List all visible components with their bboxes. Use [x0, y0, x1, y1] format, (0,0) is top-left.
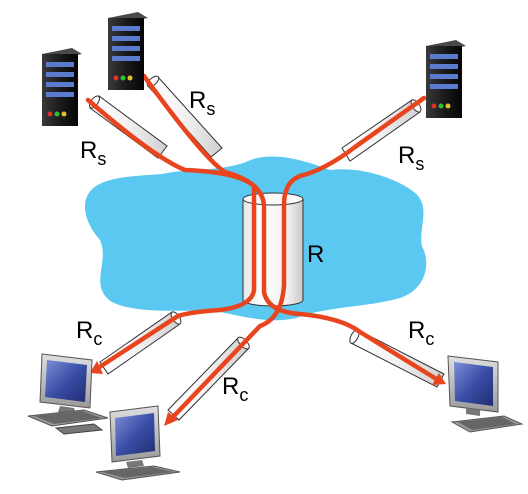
arrowhead-client2	[164, 412, 178, 426]
server-icon	[426, 40, 466, 118]
arrowhead-client1	[90, 361, 103, 374]
client-link-label: Rc	[408, 317, 434, 349]
client-link-pipe-3	[349, 329, 445, 388]
client-link-label: Rc	[222, 373, 248, 405]
server-link-label: Rs	[80, 137, 106, 169]
flow-server3-to-client2	[169, 95, 427, 421]
client-link-label: Rc	[76, 317, 102, 349]
flow-server2-to-client1	[85, 97, 257, 371]
desktop-computer-icon	[27, 353, 109, 435]
desktop-computer-icon	[447, 355, 524, 433]
server-link-label: Rs	[398, 142, 424, 174]
flow-server1-to-client3	[141, 73, 441, 383]
server-icon	[42, 48, 82, 126]
desktop-computer-icon	[95, 405, 181, 481]
server-icon	[108, 12, 148, 90]
server-link-label: Rs	[189, 87, 215, 119]
bottleneck-rate-label: R	[307, 241, 324, 268]
arrowhead-client3	[432, 373, 446, 385]
data-flow-lines	[85, 73, 441, 421]
